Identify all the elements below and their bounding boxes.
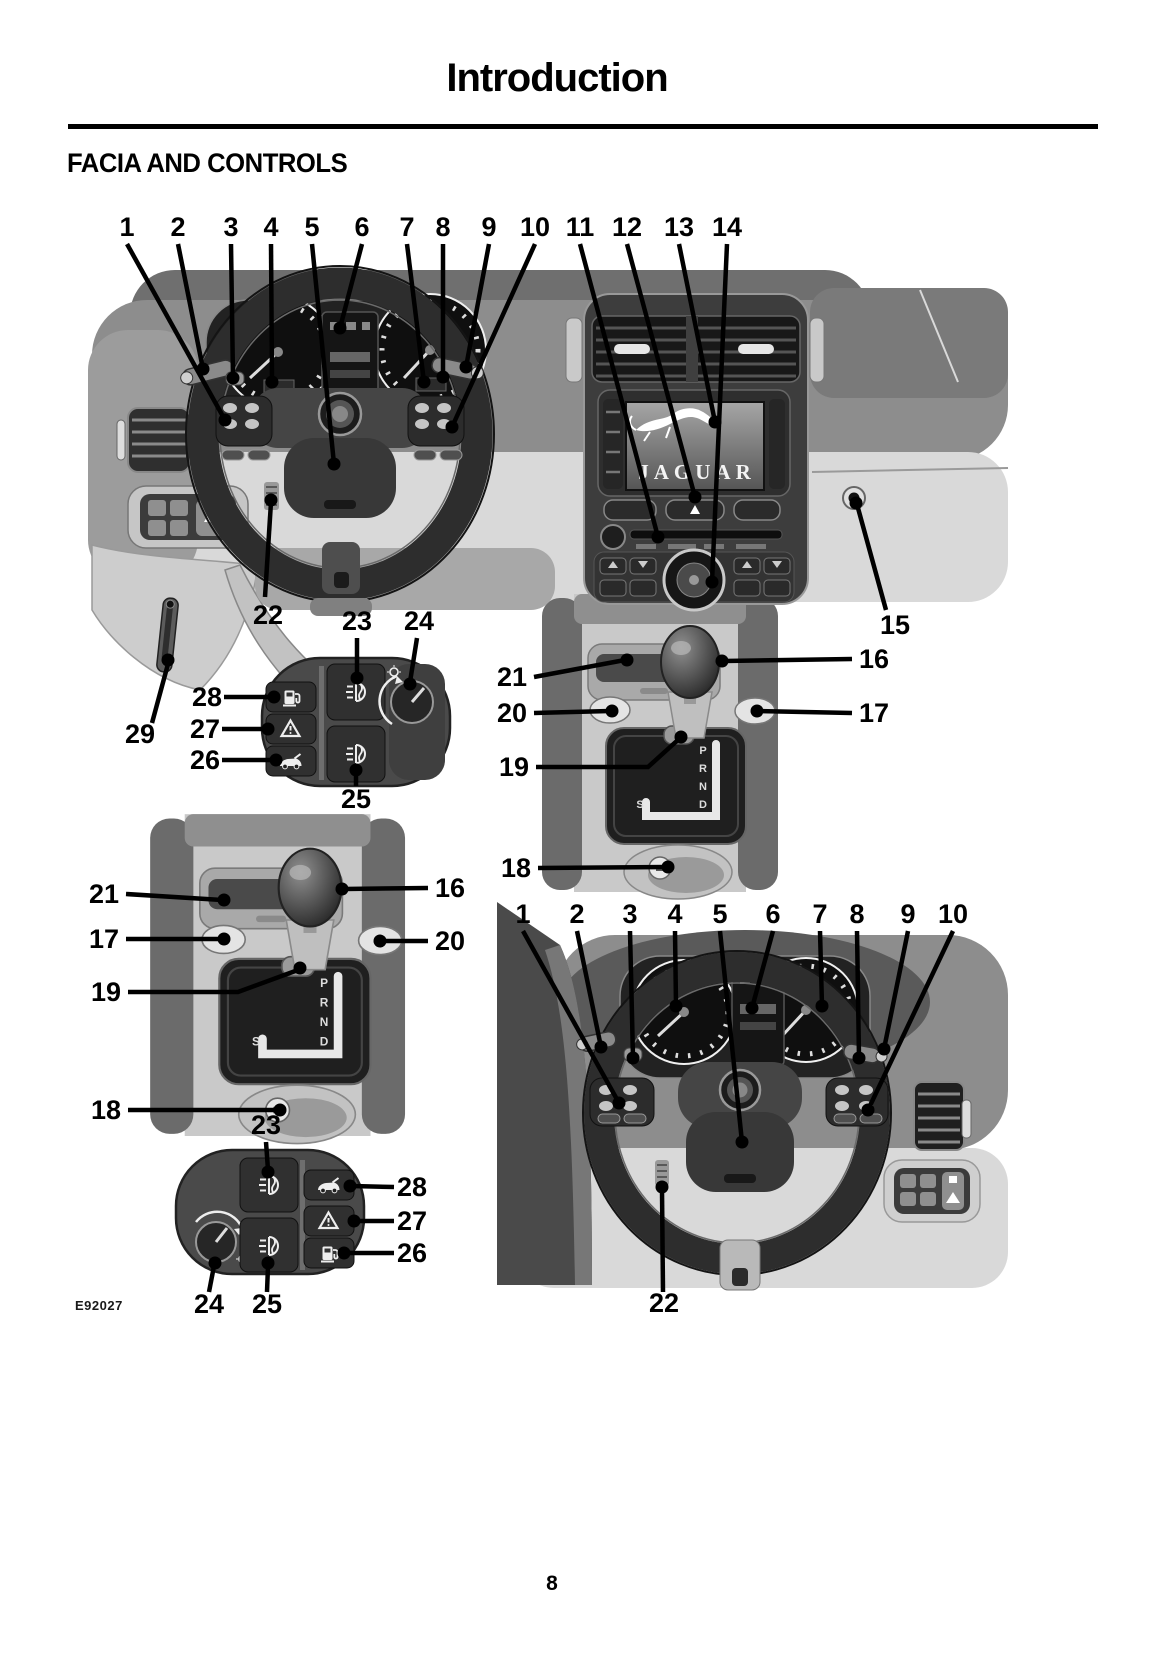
callouts-dash-lhd: 1 2 3 4 5 6 7 8 9 10 11 12 13 14 22 15 [119, 212, 910, 640]
callout-label: 10 [938, 899, 968, 929]
callout-label: 9 [900, 899, 915, 929]
callout-label: 27 [397, 1206, 427, 1236]
callout-label: 5 [712, 899, 727, 929]
callout-label: 24 [404, 606, 434, 636]
centre-console-a [542, 594, 778, 899]
callouts-panel-rhd: 23 28 27 26 24 25 [194, 1110, 427, 1319]
callout-label: 7 [812, 899, 827, 929]
callout-label: 24 [194, 1289, 224, 1319]
callout-label: 17 [89, 924, 119, 954]
callout-label: 19 [499, 752, 529, 782]
callout-label: 6 [354, 212, 369, 242]
callout-label: 21 [89, 879, 119, 909]
audio-knob [600, 524, 626, 550]
callout-label: 16 [435, 873, 465, 903]
callout-label: 27 [190, 714, 220, 744]
callout-label: 12 [612, 212, 642, 242]
callout-label: 4 [667, 899, 682, 929]
callout-label: 29 [125, 719, 155, 749]
callout-label: 16 [859, 644, 889, 674]
switch-panel-rhd [174, 1148, 366, 1276]
callout-label: 20 [435, 926, 465, 956]
callout-label: 28 [397, 1172, 427, 1202]
callout-label: 8 [435, 212, 450, 242]
callout-label: 20 [497, 698, 527, 728]
jaguar-leaper-logo [636, 408, 719, 432]
callout-label: 22 [253, 600, 283, 630]
callout-label: 9 [481, 212, 496, 242]
callout-label: 18 [91, 1095, 121, 1125]
callouts-dash-rhd: 1 2 3 4 5 6 7 8 9 10 22 [515, 899, 968, 1318]
callout-label: 7 [399, 212, 414, 242]
figure-code: E92027 [75, 1298, 123, 1313]
airbag-pad [284, 438, 396, 518]
callout-label: 2 [170, 212, 185, 242]
callout-label: 26 [190, 745, 220, 775]
callout-label: 22 [649, 1288, 679, 1318]
callout-label: 14 [712, 212, 742, 242]
callout-label: 19 [91, 977, 121, 1007]
airbag-pad [686, 1112, 794, 1192]
jaguar-wordmark: JAGUAR [638, 460, 756, 484]
page-title: Introduction [446, 56, 668, 100]
callouts-console-b: 21 17 19 18 16 20 [89, 873, 465, 1125]
callout-label: 28 [192, 682, 222, 712]
callout-label: 23 [342, 606, 372, 636]
title-rule [68, 124, 1098, 129]
callout-label: 8 [849, 899, 864, 929]
callout-label: 15 [880, 610, 910, 640]
callout-label: 25 [252, 1289, 282, 1319]
cd-slot [629, 529, 783, 540]
callout-label: 1 [119, 212, 134, 242]
callout-label: 26 [397, 1238, 427, 1268]
column-adjust-lever [655, 1160, 669, 1186]
callout-label: 4 [263, 212, 278, 242]
air-vent [913, 1081, 965, 1151]
callout-label: 1 [515, 899, 530, 929]
callout-label: 3 [223, 212, 238, 242]
callout-label: 11 [566, 212, 595, 242]
air-vent [127, 407, 191, 473]
callout-label: 5 [304, 212, 319, 242]
release-lever [156, 597, 179, 673]
callout-label: 10 [520, 212, 550, 242]
dash-lhd-diagram: JAGUAR [88, 265, 1009, 899]
left-thumb-switches [215, 395, 273, 461]
page-number: 8 [546, 1572, 558, 1595]
callouts-panel-lhd: 23 24 25 28 27 26 29 [125, 606, 434, 814]
callout-label: 18 [501, 853, 531, 883]
callout-label: 3 [622, 899, 637, 929]
callout-label: 6 [765, 899, 780, 929]
callout-label: 17 [859, 698, 889, 728]
right-thumb-switches [407, 395, 465, 461]
passenger-side-rhd [883, 1081, 981, 1223]
steering-wheel-lhd [180, 265, 495, 616]
section-heading: FACIA AND CONTROLS [67, 148, 348, 178]
callout-label: 2 [569, 899, 584, 929]
callout-label: 25 [341, 784, 371, 814]
dash-rhd-diagram [497, 902, 1008, 1291]
centre-stack: JAGUAR [565, 293, 825, 612]
callout-label: 21 [497, 662, 527, 692]
callout-label: 23 [251, 1110, 281, 1140]
callouts-console-a: 21 20 19 18 16 17 [497, 644, 889, 883]
callout-label: 13 [664, 212, 694, 242]
